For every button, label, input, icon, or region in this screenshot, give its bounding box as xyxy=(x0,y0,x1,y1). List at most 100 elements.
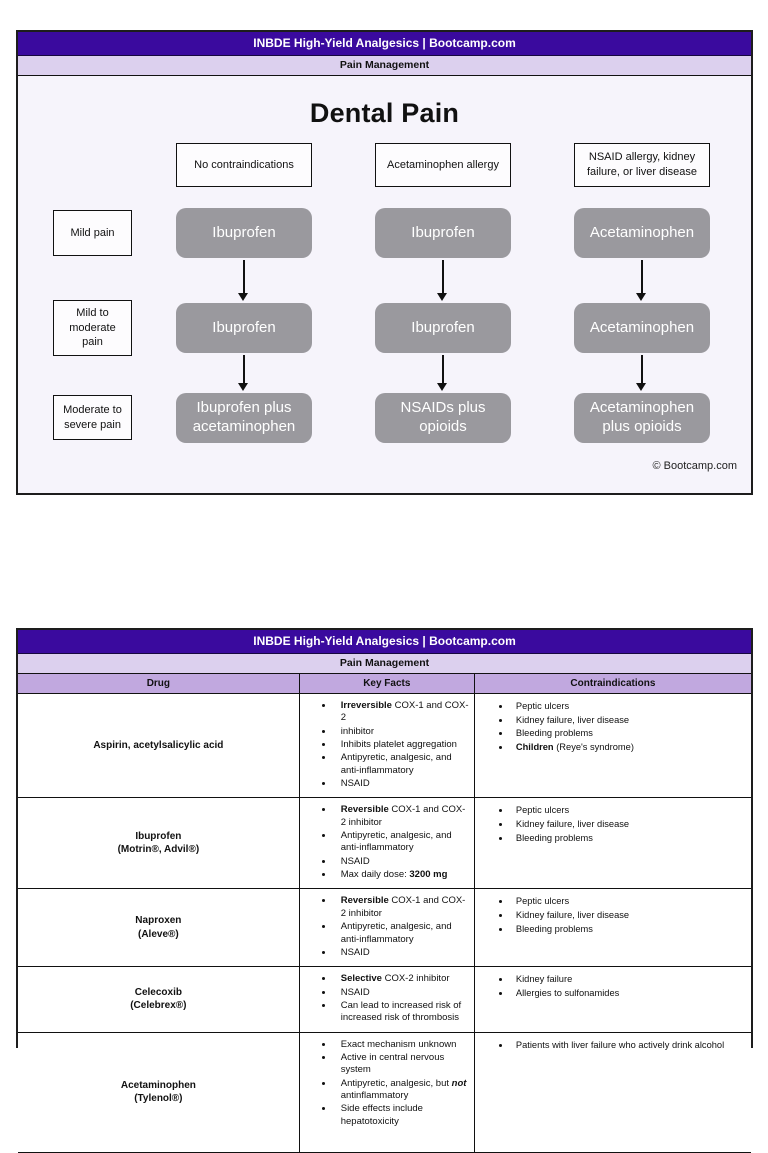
key-facts-cell: Exact mechanism unknownActive in central… xyxy=(298,1032,474,1152)
table-body: Aspirin, acetylsalicylic acid Irreversibl… xyxy=(18,694,751,1153)
down-arrow-icon xyxy=(238,355,249,391)
key-fact-item: Reversible COX-1 and COX-2 inhibitor xyxy=(334,804,470,829)
key-fact-item: NSAID xyxy=(334,987,470,999)
drug-cell: Aspirin, acetylsalicylic acid xyxy=(18,694,299,797)
key-fact-item: inhibitor xyxy=(334,726,470,738)
flowchart-header-bar: INBDE High-Yield Analgesics | Bootcamp.c… xyxy=(18,32,751,56)
contraindication-item: Bleeding problems xyxy=(511,923,747,936)
contraindications-cell: Peptic ulcersKidney failure, liver disea… xyxy=(473,889,751,967)
key-fact-item: NSAID xyxy=(334,856,470,868)
drug-recommendation-text: Ibuprofen xyxy=(212,318,276,336)
key-fact-item: Antipyretic, analgesic, and anti-inflamm… xyxy=(334,752,470,777)
drug-name-line: (Aleve®) xyxy=(138,928,179,940)
drug-recommendation-text: Acetaminophen xyxy=(589,318,695,336)
contraindication-item: Children (Reye's syndrome) xyxy=(511,741,747,754)
contraindication-item: Bleeding problems xyxy=(511,832,747,845)
key-facts-list: Reversible COX-1 and COX-2 inhibitorAnti… xyxy=(312,804,470,881)
table-row: Acetaminophen (Tylenol®) Exact mechanism u… xyxy=(18,1032,751,1153)
drug-name-line: Celecoxib xyxy=(134,986,182,998)
key-fact-item: Selective COX-2 inhibitor xyxy=(334,973,470,985)
drug-name-line: Ibuprofen xyxy=(135,830,182,842)
drug-name-line: Aspirin, acetylsalicylic acid xyxy=(93,739,224,751)
drug-name-line: Acetaminophen xyxy=(120,1079,196,1091)
key-fact-item: Antipyretic, analgesic, and anti-inflamm… xyxy=(334,921,470,946)
down-arrow-icon xyxy=(636,355,647,391)
key-facts-list: Selective COX-2 inhibitorNSAIDCan lead t… xyxy=(312,973,470,1024)
pain-level-text: Moderate to severe pain xyxy=(63,403,122,431)
contraindication-item: Allergies to sulfonamides xyxy=(511,987,747,1000)
key-fact-item: Inhibits platelet aggregation xyxy=(334,739,470,751)
drug-name-line: (Motrin®, Advil®) xyxy=(117,844,200,856)
drug-recommendation-text: Acetaminophen plus opioids xyxy=(589,399,695,435)
drug-cell: Naproxen(Aleve®) xyxy=(18,889,299,966)
down-arrow-icon xyxy=(437,260,448,301)
key-facts-cell: Reversible COX-1 and COX-2 inhibitorAnti… xyxy=(298,798,474,889)
drug-name-line: (Celebrex®) xyxy=(130,1000,187,1012)
table-row: Aspirin, acetylsalicylic acid Irreversibl… xyxy=(18,694,751,799)
flowchart-column-header: Acetaminophen allergy xyxy=(375,143,511,187)
drug-recommendation-text: NSAIDs plus opioids xyxy=(400,399,486,435)
drug-recommendation-text: Ibuprofen plus acetaminophen xyxy=(192,399,296,435)
table-row: Ibuprofen (Motrin®, Advil®) Reversible COX… xyxy=(18,798,751,890)
drug-cell: Ibuprofen (Motrin®, Advil®) xyxy=(18,798,299,888)
flowchart-column-header: NSAID allergy, kidney failure, or liver … xyxy=(574,143,710,187)
contraindication-item: Kidney failure, liver disease xyxy=(511,714,747,727)
key-fact-item: Reversible COX-1 and COX-2 inhibitor xyxy=(334,895,470,920)
dental-pain-flowchart: INBDE High-Yield Analgesics | Bootcamp.c… xyxy=(16,30,753,495)
contraindications-cell: Patients with liver failure who actively… xyxy=(473,1032,751,1152)
contraindication-item: Peptic ulcers xyxy=(511,895,747,908)
contraindication-item: Patients with liver failure who actively… xyxy=(511,1039,747,1052)
pain-level-text: Mild pain xyxy=(70,226,115,239)
key-fact-item: Side effects include hepatotoxicity xyxy=(334,1103,470,1128)
table-subheader-bar: Pain Management xyxy=(18,654,751,674)
column-header-label: Acetaminophen allergy xyxy=(387,158,499,171)
column-header-label: No contraindications xyxy=(194,158,294,171)
drug-recommendation-text: Ibuprofen xyxy=(411,318,475,336)
drug-cell: Acetaminophen (Tylenol®) xyxy=(18,1033,299,1152)
contraindication-item: Peptic ulcers xyxy=(511,804,747,817)
table-row: Naproxen(Aleve®)Reversible COX-1 and COX… xyxy=(18,889,751,968)
analgesics-table: INBDE High-Yield Analgesics | Bootcamp.c… xyxy=(16,628,753,1153)
pain-level-text: Mild to moderate pain xyxy=(69,306,116,349)
contraindications-list: Patients with liver failure who actively… xyxy=(489,1039,747,1052)
pain-level-label: Mild pain xyxy=(53,210,132,256)
flowchart-subheader-bar: Pain Management xyxy=(18,56,751,76)
contraindications-cell: Peptic ulcersKidney failure, liver disea… xyxy=(473,694,751,798)
down-arrow-icon xyxy=(636,260,647,301)
key-fact-item: Antipyretic, analgesic, and anti-inflamm… xyxy=(334,830,470,855)
contraindications-list: Kidney failureAllergies to sulfonamides xyxy=(489,973,747,999)
table-column-header: Drug xyxy=(146,678,171,689)
key-facts-list: Exact mechanism unknownActive in central… xyxy=(312,1039,470,1128)
copyright-note: © Bootcamp.com xyxy=(652,460,737,472)
drug-recommendation-box: Ibuprofen xyxy=(375,303,511,353)
table-header-bar: INBDE High-Yield Analgesics | Bootcamp.c… xyxy=(18,630,751,654)
contraindication-item: Peptic ulcers xyxy=(511,700,747,713)
contraindication-item: Kidney failure xyxy=(511,973,747,986)
key-fact-item: Max daily dose: 3200 mg xyxy=(334,869,470,881)
key-fact-item: Irreversible COX-1 and COX-2 xyxy=(334,700,470,725)
contraindications-list: Peptic ulcersKidney failure, liver disea… xyxy=(489,895,747,935)
down-arrow-icon xyxy=(238,260,249,301)
down-arrow-icon xyxy=(437,355,448,391)
pain-level-label: Moderate to severe pain xyxy=(53,395,132,440)
key-fact-item: Can lead to increased risk of increased … xyxy=(334,1000,470,1025)
drug-recommendation-box: Ibuprofen xyxy=(375,208,511,258)
drug-recommendation-box: Ibuprofen plus acetaminophen xyxy=(176,393,312,443)
table-column-header: Contraindications xyxy=(473,674,751,693)
key-facts-list: Reversible COX-1 and COX-2 inhibitorAnti… xyxy=(312,895,470,959)
drug-recommendation-box: Acetaminophen xyxy=(574,303,710,353)
key-facts-list: Irreversible COX-1 and COX-2inhibitorInh… xyxy=(312,700,470,790)
contraindications-list: Peptic ulcersKidney failure, liver disea… xyxy=(489,700,747,753)
drug-recommendation-box: Ibuprofen xyxy=(176,303,312,353)
key-fact-item: Exact mechanism unknown xyxy=(334,1039,470,1051)
flowchart-column-header: No contraindications xyxy=(176,143,312,187)
contraindication-item: Kidney failure, liver disease xyxy=(511,818,747,831)
drug-recommendation-text: Acetaminophen xyxy=(589,223,695,241)
key-fact-item: Active in central nervous system xyxy=(334,1052,470,1077)
key-fact-item: NSAID xyxy=(334,778,470,790)
drug-name-line: (Tylenol®) xyxy=(134,1093,183,1105)
drug-name-line: Naproxen xyxy=(135,915,182,927)
drug-cell: Celecoxib (Celebrex®) xyxy=(18,967,299,1031)
